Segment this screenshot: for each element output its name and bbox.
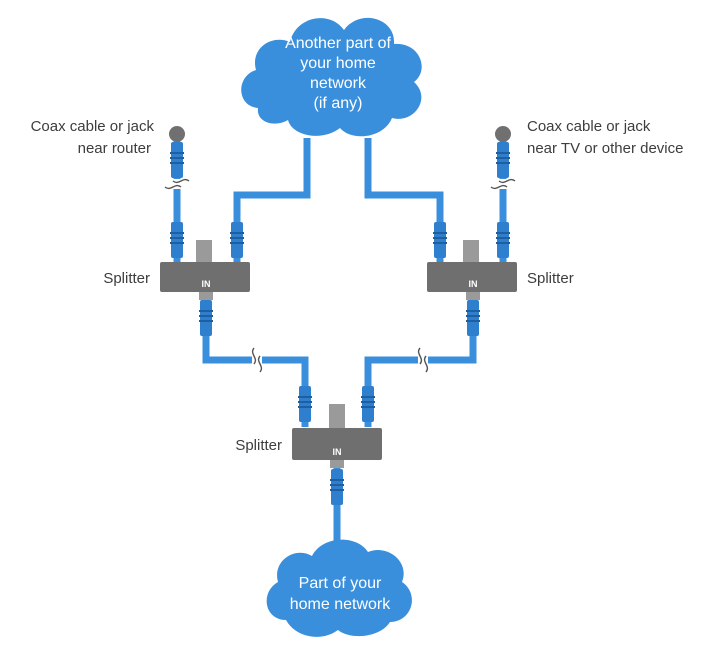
connector-icon: [298, 386, 312, 422]
splitter-body: [292, 428, 382, 460]
splitter-in-port: [330, 460, 344, 468]
connector-icon: [230, 222, 244, 258]
connector-icon: [466, 300, 480, 336]
connector-icon: [496, 222, 510, 258]
splitter-in-port: [199, 292, 213, 300]
jack-icon: [495, 126, 511, 142]
cable-top-to-left-splitter: [233, 138, 311, 262]
top-cloud-line1: Another part of: [285, 35, 391, 52]
cable-break-left-jack: [164, 178, 190, 190]
splitter-label: Splitter: [103, 270, 150, 287]
top-cloud: Another part of your home network (if an…: [241, 17, 422, 137]
splitter-port: [463, 240, 479, 262]
splitter-label: Splitter: [527, 270, 574, 287]
cable-break-right-bottom: [417, 347, 429, 373]
top-cloud-line3: network: [310, 75, 367, 92]
jack-icon: [169, 126, 185, 142]
jack-left-line1: Coax cable or jack: [31, 118, 155, 135]
splitter-body: [160, 262, 250, 292]
jack-left-line2: near router: [78, 140, 151, 157]
splitter-label: Splitter: [235, 437, 282, 454]
jack-right: Coax cable or jack near TV or other devi…: [495, 118, 683, 157]
splitter-in-label: IN: [202, 279, 211, 289]
connector-icon: [433, 222, 447, 258]
splitter-in-port: [466, 292, 480, 300]
splitter-right: IN Splitter: [427, 240, 574, 300]
top-cloud-line2: your home: [300, 55, 376, 72]
splitter-in-label: IN: [333, 447, 342, 457]
jack-right-line1: Coax cable or jack: [527, 118, 651, 135]
connector-icon: [170, 222, 184, 258]
splitter-left: IN Splitter: [103, 240, 250, 300]
jack-right-line2: near TV or other device: [527, 140, 683, 157]
bottom-cloud-line2: home network: [290, 596, 391, 613]
bottom-cloud-line1: Part of your: [299, 575, 382, 592]
connector-icon: [496, 142, 510, 178]
bottom-cloud: Part of your home network: [266, 539, 412, 637]
cable-top-to-right-splitter: [364, 138, 444, 262]
cable-break-right-jack: [490, 178, 516, 190]
splitter-port: [329, 404, 345, 428]
cable-break-left-bottom: [251, 347, 263, 373]
splitter-bottom: IN Splitter: [235, 404, 382, 468]
jack-left: Coax cable or jack near router: [31, 118, 185, 157]
connector-icon: [170, 142, 184, 178]
splitter-body: [427, 262, 517, 292]
splitter-in-label: IN: [469, 279, 478, 289]
connector-icon: [361, 386, 375, 422]
connector-icon: [330, 469, 344, 505]
top-cloud-line4: (if any): [314, 95, 363, 112]
splitter-port: [196, 240, 212, 262]
connector-icon: [199, 300, 213, 336]
